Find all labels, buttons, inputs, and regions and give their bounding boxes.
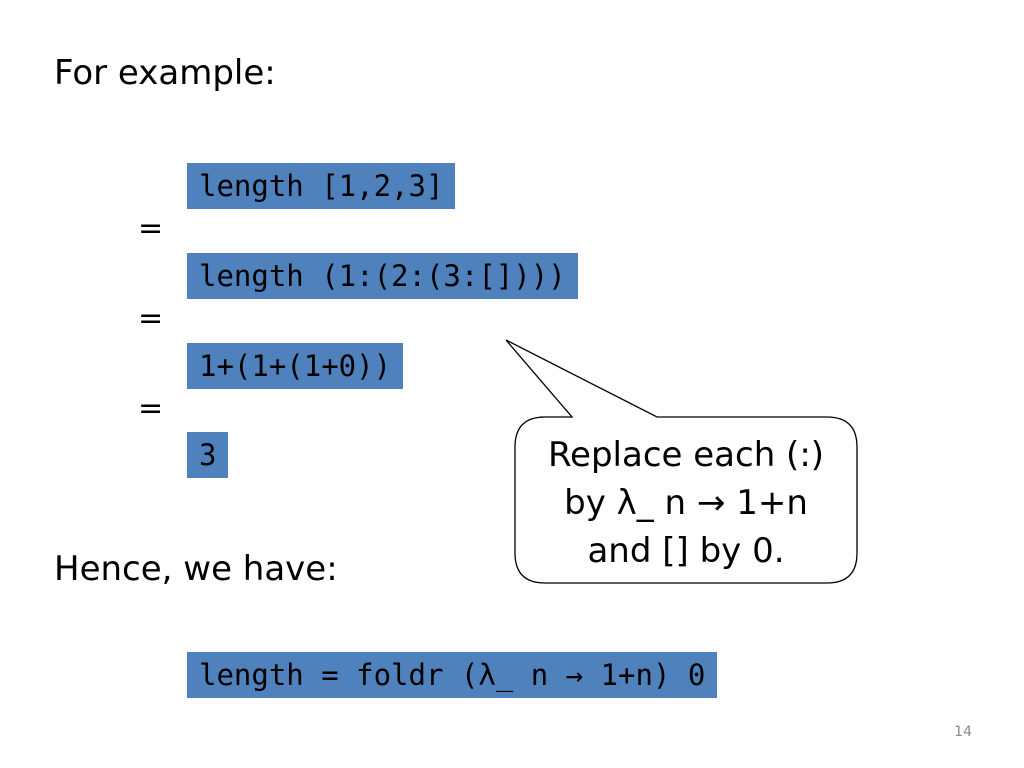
equals-sign-2: = <box>138 301 164 336</box>
callout-line-1: Replace each (:) <box>547 435 825 475</box>
equals-sign-3: = <box>138 391 164 426</box>
heading-for-example: For example: <box>54 53 276 93</box>
speech-bubble-outline <box>505 339 858 584</box>
code-foldr-definition: length = foldr (λ_ n → 1+n) 0 <box>187 652 718 698</box>
code-step-2: length (1:(2:(3:[]))) <box>187 253 578 299</box>
equals-sign-1: = <box>138 211 164 246</box>
code-step-4: 3 <box>187 432 229 478</box>
heading-hence: Hence, we have: <box>54 549 338 589</box>
page-number: 14 <box>954 724 972 740</box>
code-step-3: 1+(1+(1+0)) <box>187 343 404 389</box>
code-step-1: length [1,2,3] <box>187 163 456 209</box>
callout-line-2: by λ_ n → 1+n <box>564 483 808 523</box>
callout-line-3: and [] by 0. <box>587 531 785 571</box>
